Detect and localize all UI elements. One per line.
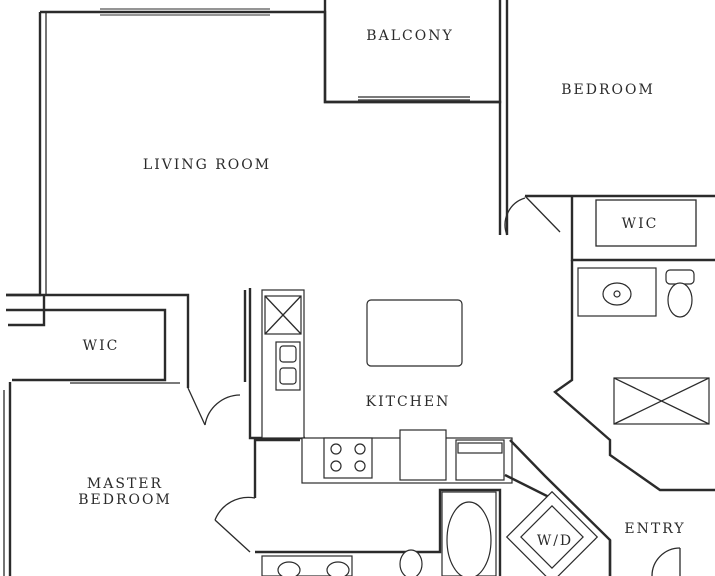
hall-bath bbox=[255, 488, 502, 576]
balcony-label: BALCONY bbox=[366, 28, 454, 44]
master-wic-walls bbox=[6, 293, 190, 384]
living-room-walls bbox=[6, 8, 502, 297]
kitchen-label: KITCHEN bbox=[365, 394, 451, 410]
master-bedroom-walls bbox=[3, 290, 300, 576]
laundry bbox=[504, 439, 612, 576]
balcony-walls bbox=[323, 0, 502, 104]
master-wic-label: WIC bbox=[82, 338, 120, 354]
bedroom-label: BEDROOM bbox=[561, 82, 655, 98]
master-bedroom-label-line1: MASTER bbox=[86, 476, 164, 492]
washer-dryer-label: W/D bbox=[536, 533, 574, 549]
entry-label: ENTRY bbox=[624, 521, 686, 537]
bedroom-walls bbox=[504, 0, 715, 236]
right-bath bbox=[553, 260, 715, 492]
bedroom-wic-label: WIC bbox=[621, 216, 659, 232]
living-room-label: LIVING ROOM bbox=[142, 157, 272, 173]
master-bedroom-label-line2: BEDROOM bbox=[78, 492, 172, 508]
entry bbox=[608, 540, 681, 576]
kitchen-fixtures bbox=[248, 288, 513, 484]
